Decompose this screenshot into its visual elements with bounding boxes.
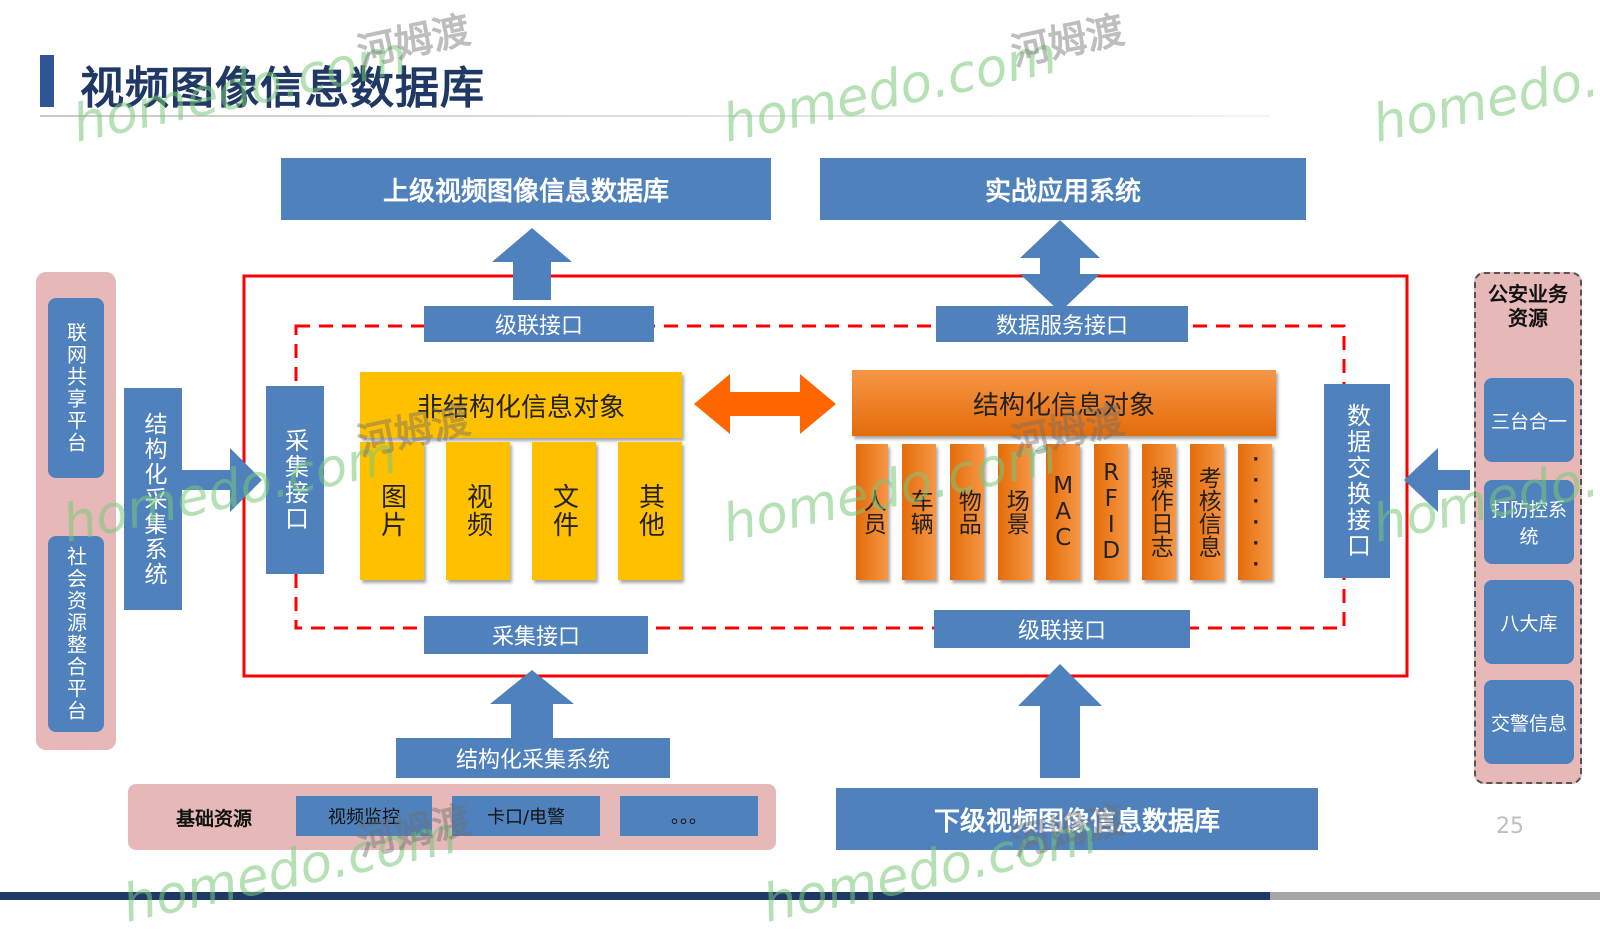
arrow-right-exchange — [1404, 448, 1470, 512]
upper-db-box: 上级视频图像信息数据库 — [281, 158, 771, 220]
page-title: 视频图像信息数据库 — [80, 63, 485, 114]
unstructured-objects-header: 非结构化信息对象 — [360, 372, 682, 438]
footer-bar-gray — [1270, 892, 1600, 900]
unstructured-item-picture: 图片 — [360, 442, 424, 580]
unstructured-item-video: 视频 — [446, 442, 510, 580]
unstructured-item-file: 文件 — [532, 442, 596, 580]
structured-item-rfid: RFID — [1094, 444, 1128, 580]
title-accent-bar — [40, 55, 54, 107]
structured-item-operation-log: 操作日志 — [1142, 444, 1176, 580]
bottom-structured-collect-system: 结构化采集系统 — [396, 738, 670, 778]
double-arrow-combat — [1020, 220, 1100, 312]
structured-objects-header: 结构化信息对象 — [852, 370, 1276, 436]
arrow-left-collect — [182, 448, 262, 512]
up-arrow-lower-db — [1018, 664, 1102, 778]
structured-item-goods: 物品 — [950, 444, 984, 580]
left-structured-collect-system: 结构化采集系统 — [124, 388, 182, 610]
data-service-interface: 数据服务接口 — [936, 306, 1188, 342]
diagram-connectors — [182, 220, 1470, 778]
left-item-network-sharing: 联网共享平台 — [48, 298, 104, 478]
collect-interface-bottom: 采集接口 — [424, 616, 648, 654]
structured-item-mac: MAC — [1046, 444, 1080, 580]
cascade-interface-top: 级联接口 — [424, 306, 654, 342]
structured-item-assessment: 考核信息 — [1190, 444, 1224, 580]
base-item-checkpoint: 卡口/电警 — [452, 796, 600, 836]
collect-interface-left: 采集接口 — [266, 386, 324, 574]
base-item-video-surveillance: 视频监控 — [296, 796, 432, 836]
base-resources-label: 基础资源 — [175, 807, 252, 830]
left-item-social-resources: 社会资源整合平台 — [48, 536, 104, 732]
page-number: 25 — [1496, 814, 1524, 839]
structured-item-scene: 场景 — [998, 444, 1032, 580]
structured-item-person: 人员 — [856, 444, 888, 580]
combat-system-box: 实战应用系统 — [820, 158, 1306, 220]
data-exchange-interface: 数据交换接口 — [1324, 384, 1390, 578]
right-item-three-in-one: 三台合一 — [1484, 378, 1574, 462]
right-item-eight-databases: 八大库 — [1484, 580, 1574, 664]
cascade-interface-bottom: 级联接口 — [934, 610, 1190, 648]
up-arrow-upper-db — [492, 228, 572, 300]
right-item-crime-prevention: 打防控系统 — [1484, 480, 1574, 564]
unstructured-item-other: 其他 — [618, 442, 682, 580]
base-item-more: 。。。 — [620, 796, 758, 836]
structured-item-more: ······ — [1238, 444, 1272, 580]
right-item-traffic-police: 交警信息 — [1484, 680, 1574, 764]
lower-db-box: 下级视频图像信息数据库 — [836, 788, 1318, 850]
title-divider — [40, 115, 1270, 117]
exchange-double-arrow — [694, 374, 836, 434]
up-arrow-bottom-left — [490, 670, 574, 740]
footer-bar — [0, 892, 1270, 900]
structured-item-vehicle: 车辆 — [902, 444, 936, 580]
right-panel-title: 公安业务资源 — [1488, 282, 1568, 330]
